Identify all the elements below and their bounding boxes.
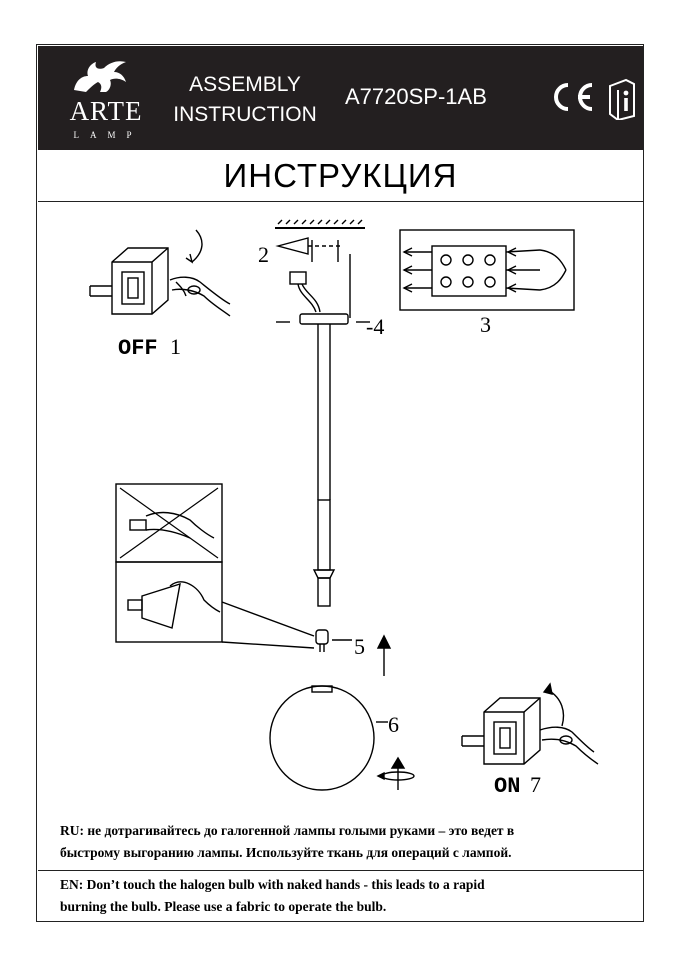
title-band (38, 150, 643, 202)
note-en-line-2: burning the bulb. Please use a fabric to… (60, 899, 387, 914)
griffin-logo-icon (74, 61, 126, 92)
note-ru: RU: не дотрагивайтесь до галогенной ламп… (60, 820, 630, 864)
page-title: ИНСТРУКЦИЯ (223, 157, 458, 194)
model-number: A7720SP-1AB (345, 84, 487, 109)
glass-shade (269, 685, 415, 791)
step-2-number: 2 (258, 242, 269, 267)
warning-panel-no-hands (115, 483, 223, 563)
info-book-icon (609, 78, 635, 120)
brand-subtitle: LAMP (73, 130, 143, 140)
note-ru-line-1: RU: не дотрагивайтесь до галогенной ламп… (60, 823, 515, 838)
step-1-number: 1 (170, 334, 181, 359)
assembly-line-1: ASSEMBLY (189, 73, 301, 96)
hand-icon (169, 276, 231, 317)
mounting-bracket (275, 237, 351, 318)
note-en: EN: Don’t touch the halogen bulb with na… (60, 874, 630, 918)
halogen-bulb (315, 629, 392, 676)
notes-divider (38, 870, 643, 871)
switch-box-off-icon (89, 229, 203, 315)
note-ru-line-2: быстрому выгоранию лампы. Используйте тк… (60, 845, 512, 860)
step-3-number: 3 (480, 312, 491, 337)
assembly-line-2: INSTRUCTION (173, 103, 317, 126)
switch-box-on-icon (461, 697, 541, 765)
terminal-block-diagram (399, 229, 575, 311)
warning-panel-use-fabric (115, 561, 315, 649)
header-band (38, 46, 643, 150)
step-4-number: -4 (366, 314, 385, 339)
hand-on-icon (539, 726, 599, 765)
step-7-number: 7 (530, 772, 541, 797)
step-5-number: 5 (354, 634, 365, 659)
wire-connector (289, 271, 321, 313)
step-6-number: 6 (388, 712, 399, 737)
canopy (276, 313, 370, 325)
brand-name: ARTE (69, 96, 143, 126)
page-frame (36, 44, 644, 922)
ceiling-hatch (275, 219, 365, 229)
on-label: ON (494, 774, 521, 799)
note-en-line-1: EN: Don’t touch the halogen bulb with na… (60, 877, 485, 892)
off-label: OFF (118, 336, 158, 361)
rotate-arrow-icon (542, 682, 565, 727)
suspension-rod (312, 324, 336, 607)
ce-mark-icon (554, 83, 593, 111)
assembly-instruction-heading: ASSEMBLY INSTRUCTION (170, 70, 320, 130)
